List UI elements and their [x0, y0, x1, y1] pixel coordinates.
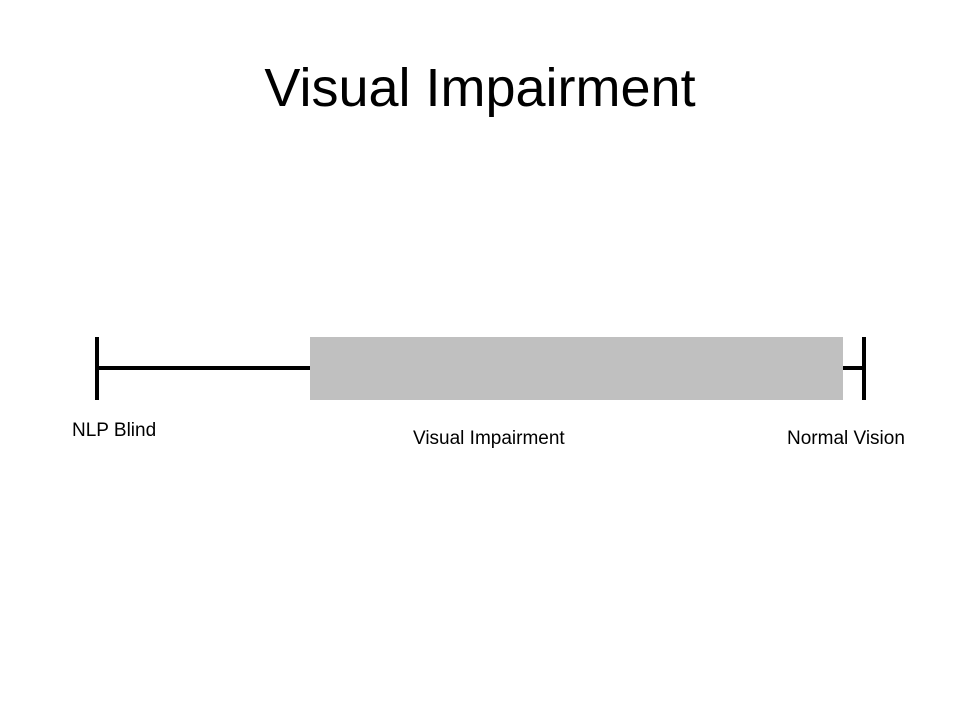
- slide-title: Visual Impairment: [264, 58, 696, 118]
- visual-impairment-range-bar: [310, 337, 843, 400]
- nlp-blind-label: NLP Blind: [72, 420, 157, 441]
- normal-vision-label: Normal Vision: [787, 428, 905, 449]
- visual-impairment-label: Visual Impairment: [413, 428, 565, 449]
